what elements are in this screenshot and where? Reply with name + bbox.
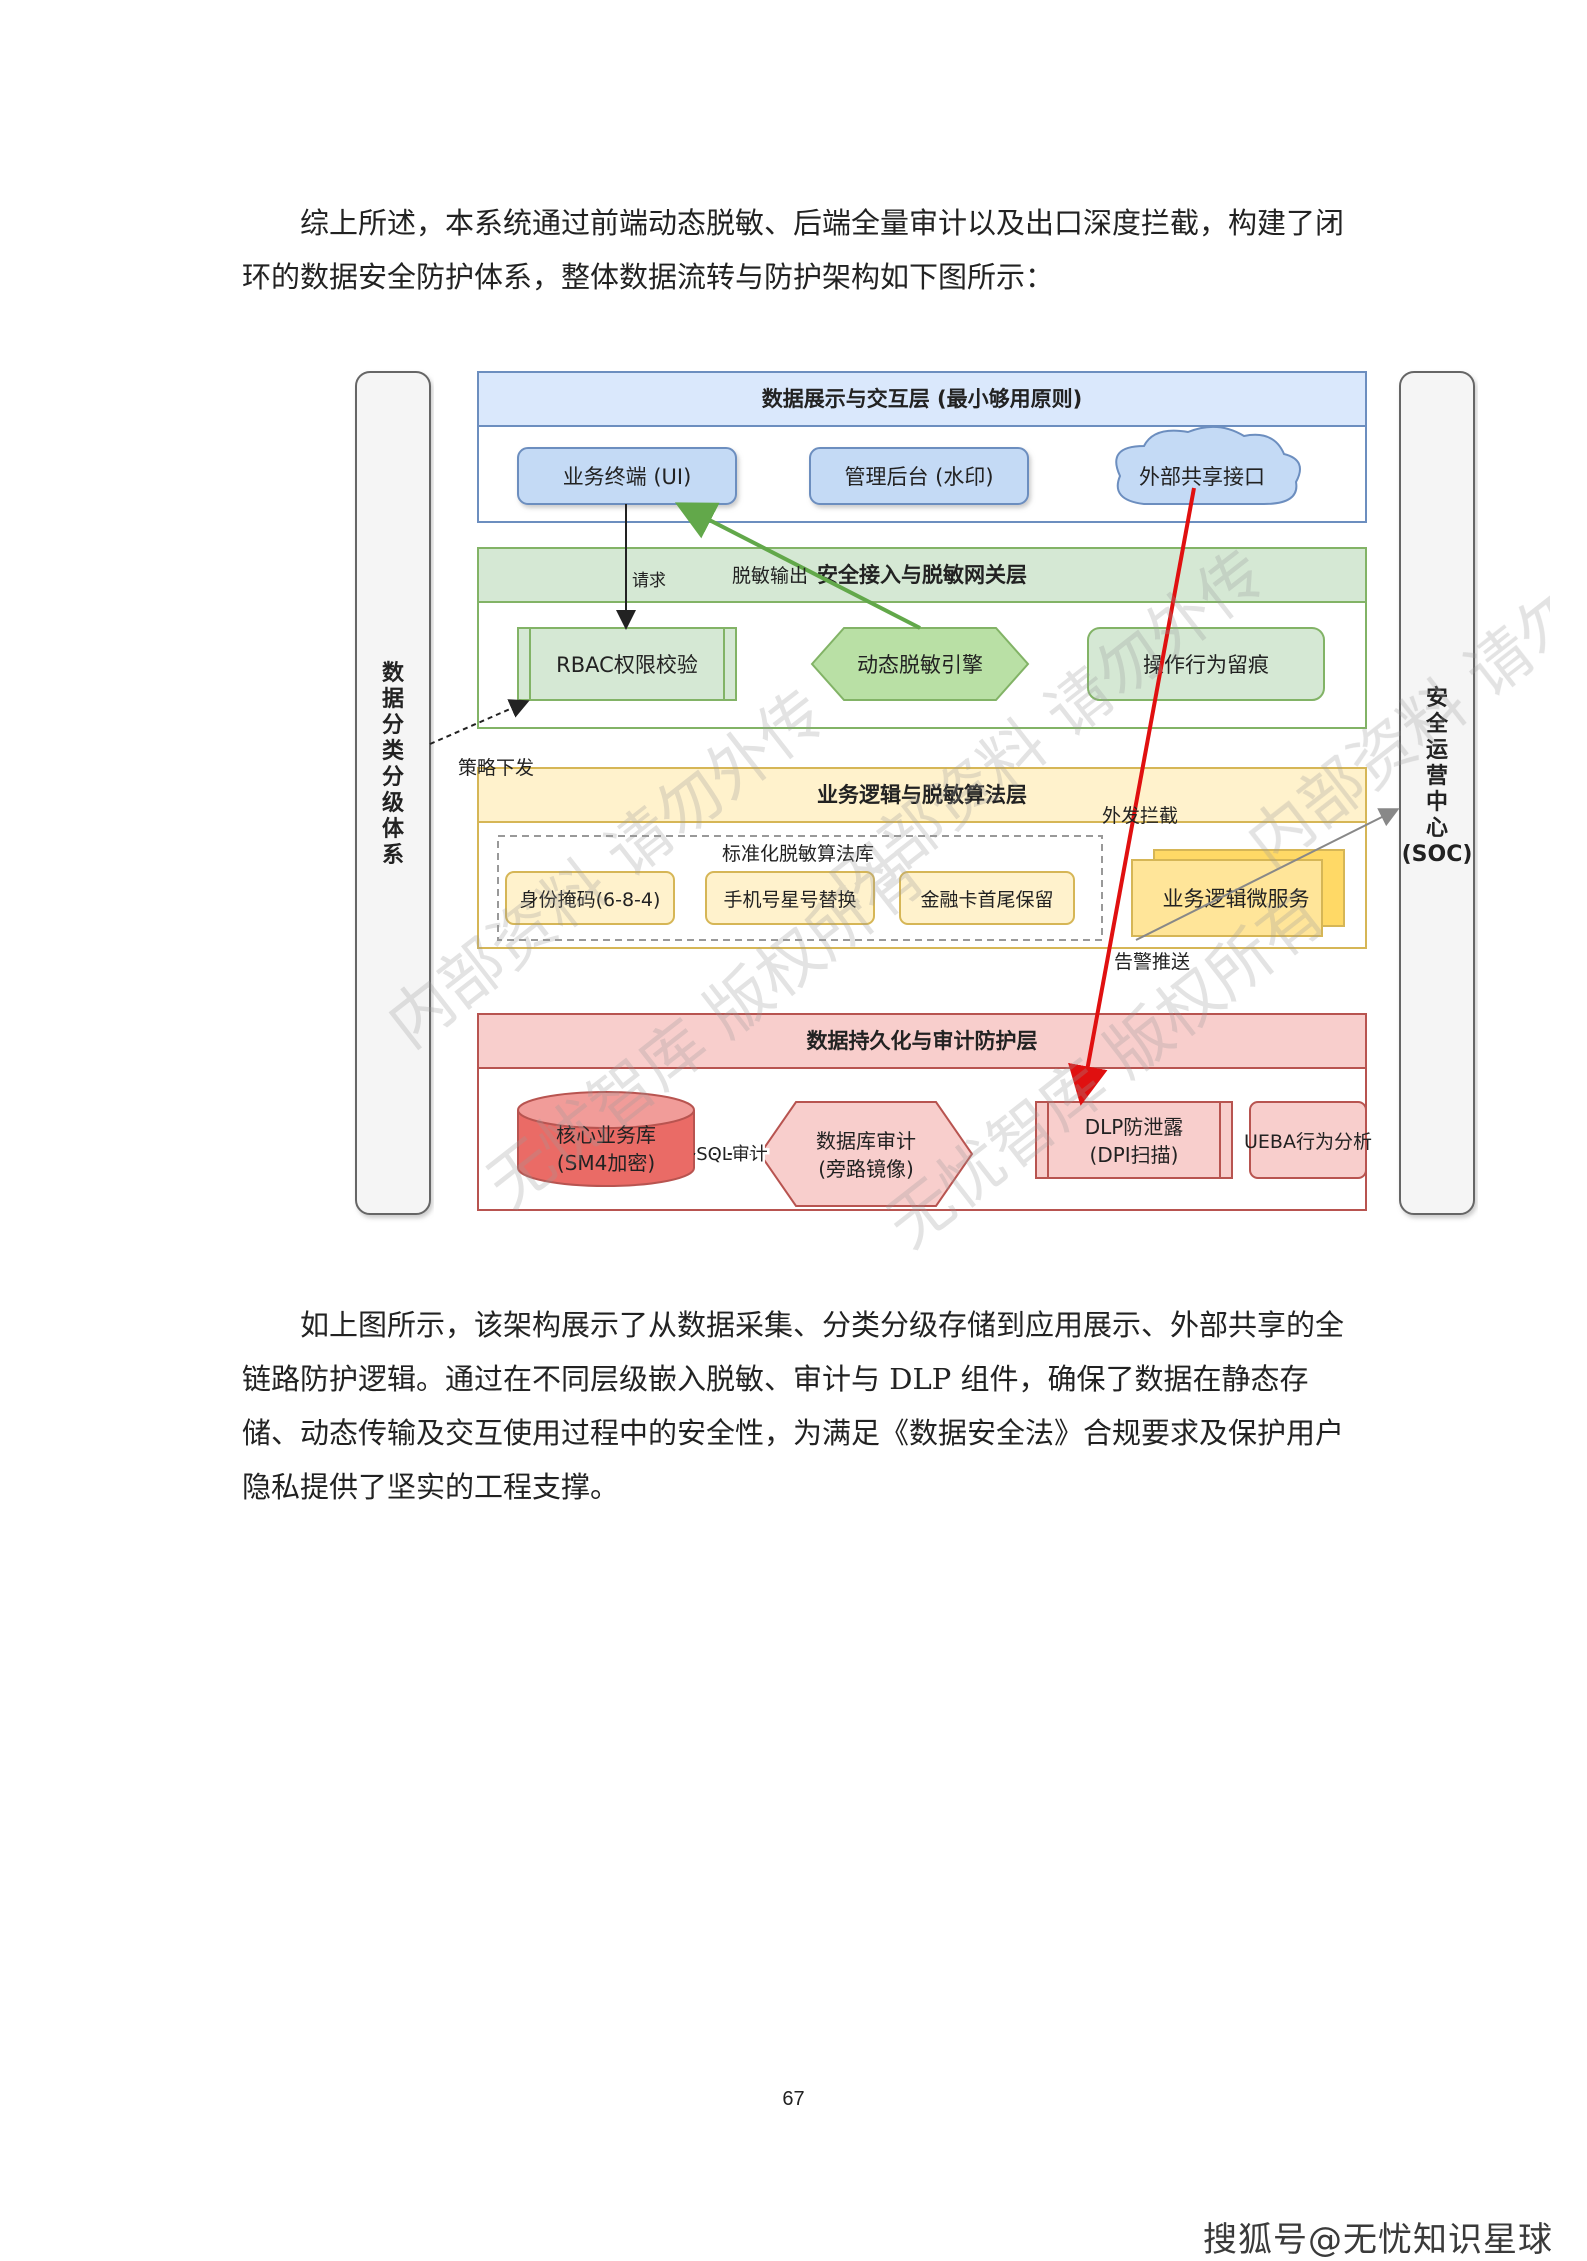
svg-text:脱敏输出: 脱敏输出	[732, 565, 808, 587]
edge-policy: 策略下发	[429, 699, 534, 779]
layer-presentation: 数据展示与交互层 (最小够用原则) 业务终端 (UI) 管理后台 (水印) 外部…	[477, 371, 1367, 523]
svg-text:SQL审计: SQL审计	[696, 1144, 768, 1165]
left-column-label: 数据分类分级体系	[382, 660, 405, 868]
ueba-node	[1249, 1101, 1367, 1179]
architecture-diagram: 数据分类分级体系 安全运营中心(SOC) 数据展示与交互层 (最小够用原则) 业…	[290, 350, 1550, 1270]
svg-text:(旁路镜像): (旁路镜像)	[818, 1157, 914, 1181]
id-mask-node	[505, 871, 675, 925]
svg-text:金融卡首尾保留: 金融卡首尾保留	[920, 889, 1053, 911]
layer-logic-title: 业务逻辑与脱敏算法层	[817, 783, 1027, 807]
svg-text:数据库审计: 数据库审计	[816, 1129, 916, 1153]
algorithm-library	[497, 835, 1103, 941]
db-audit-node	[758, 1101, 974, 1207]
right-column-label: 安全运营中心(SOC)	[1402, 685, 1473, 867]
phone-mask-node	[705, 871, 875, 925]
svg-text:(SM4加密): (SM4加密)	[557, 1151, 655, 1175]
intro-paragraph: 综上所述，本系统通过前端动态脱敏、后端全量审计以及出口深度拦截，构建了闭环的数据…	[242, 196, 1352, 304]
conclusion-text: 如上图所示，该架构展示了从数据采集、分类分级存储到应用展示、外部共享的全链路防护…	[242, 1308, 1345, 1504]
admin-console-node	[809, 447, 1029, 505]
svg-text:告警推送: 告警推送	[1114, 951, 1190, 973]
share-api-cloud	[1115, 425, 1301, 505]
svg-text:手机号星号替换: 手机号星号替换	[723, 889, 856, 911]
left-column: 数据分类分级体系	[355, 371, 431, 1215]
edge-alert: 告警推送	[1114, 808, 1400, 973]
edge-masked-output: 脱敏输出	[674, 502, 921, 630]
svg-text:外部共享接口: 外部共享接口	[1139, 465, 1265, 489]
svg-text:核心业务库: 核心业务库	[556, 1123, 656, 1147]
svg-text:RBAC权限校验: RBAC权限校验	[556, 653, 698, 677]
rbac-node	[517, 627, 737, 701]
layer-persistence: 数据持久化与审计防护层 核心业务库 (SM4加密) 数据库审计 (旁路镜像) D…	[477, 1013, 1372, 1211]
svg-text:管理后台 (水印): 管理后台 (水印)	[844, 465, 993, 489]
footer-watermark: 搜狐号@无忧知识星球	[1203, 2220, 1553, 2260]
edge-block: 外发拦截	[1068, 487, 1196, 1106]
right-column: 安全运营中心(SOC)	[1399, 371, 1475, 1215]
svg-text:DLP防泄露: DLP防泄露	[1085, 1115, 1184, 1139]
svg-text:策略下发: 策略下发	[458, 757, 534, 779]
svg-text:请求: 请求	[632, 571, 666, 591]
layer-persistence-title: 数据持久化与审计防护层	[807, 1029, 1038, 1053]
edge-request: 请求	[616, 504, 666, 630]
conclusion-paragraph: 如上图所示，该架构展示了从数据采集、分类分级存储到应用展示、外部共享的全链路防护…	[242, 1298, 1352, 1514]
layer-logic: 业务逻辑与脱敏算法层 标准化脱敏算法库 身份掩码(6-8-4) 手机号星号替换 …	[477, 767, 1367, 949]
edge-sql-audit: SQL审计	[694, 1142, 771, 1168]
svg-text:动态脱敏引擎: 动态脱敏引擎	[857, 653, 983, 677]
microservice-node	[1131, 859, 1323, 937]
svg-text:身份掩码(6-8-4): 身份掩码(6-8-4)	[520, 889, 661, 911]
masking-engine-node	[810, 627, 1030, 701]
svg-text:业务终端 (UI): 业务终端 (UI)	[563, 465, 692, 489]
svg-text:标准化脱敏算法库: 标准化脱敏算法库	[722, 843, 874, 865]
svg-text:外发拦截: 外发拦截	[1102, 805, 1178, 827]
dlp-node	[1035, 1101, 1233, 1179]
card-mask-node	[899, 871, 1075, 925]
svg-text:UEBA行为分析: UEBA行为分析	[1244, 1131, 1372, 1153]
svg-text:(DPI扫描): (DPI扫描)	[1090, 1143, 1179, 1167]
layer-presentation-title: 数据展示与交互层 (最小够用原则)	[762, 387, 1083, 411]
intro-text: 综上所述，本系统通过前端动态脱敏、后端全量审计以及出口深度拦截，构建了闭环的数据…	[242, 206, 1345, 294]
layer-gateway-title: 安全接入与脱敏网关层	[817, 563, 1027, 587]
audit-trail-node	[1087, 627, 1325, 701]
core-db-node: 核心业务库 (SM4加密)	[517, 1091, 695, 1187]
page-number: 67	[782, 2088, 805, 2110]
